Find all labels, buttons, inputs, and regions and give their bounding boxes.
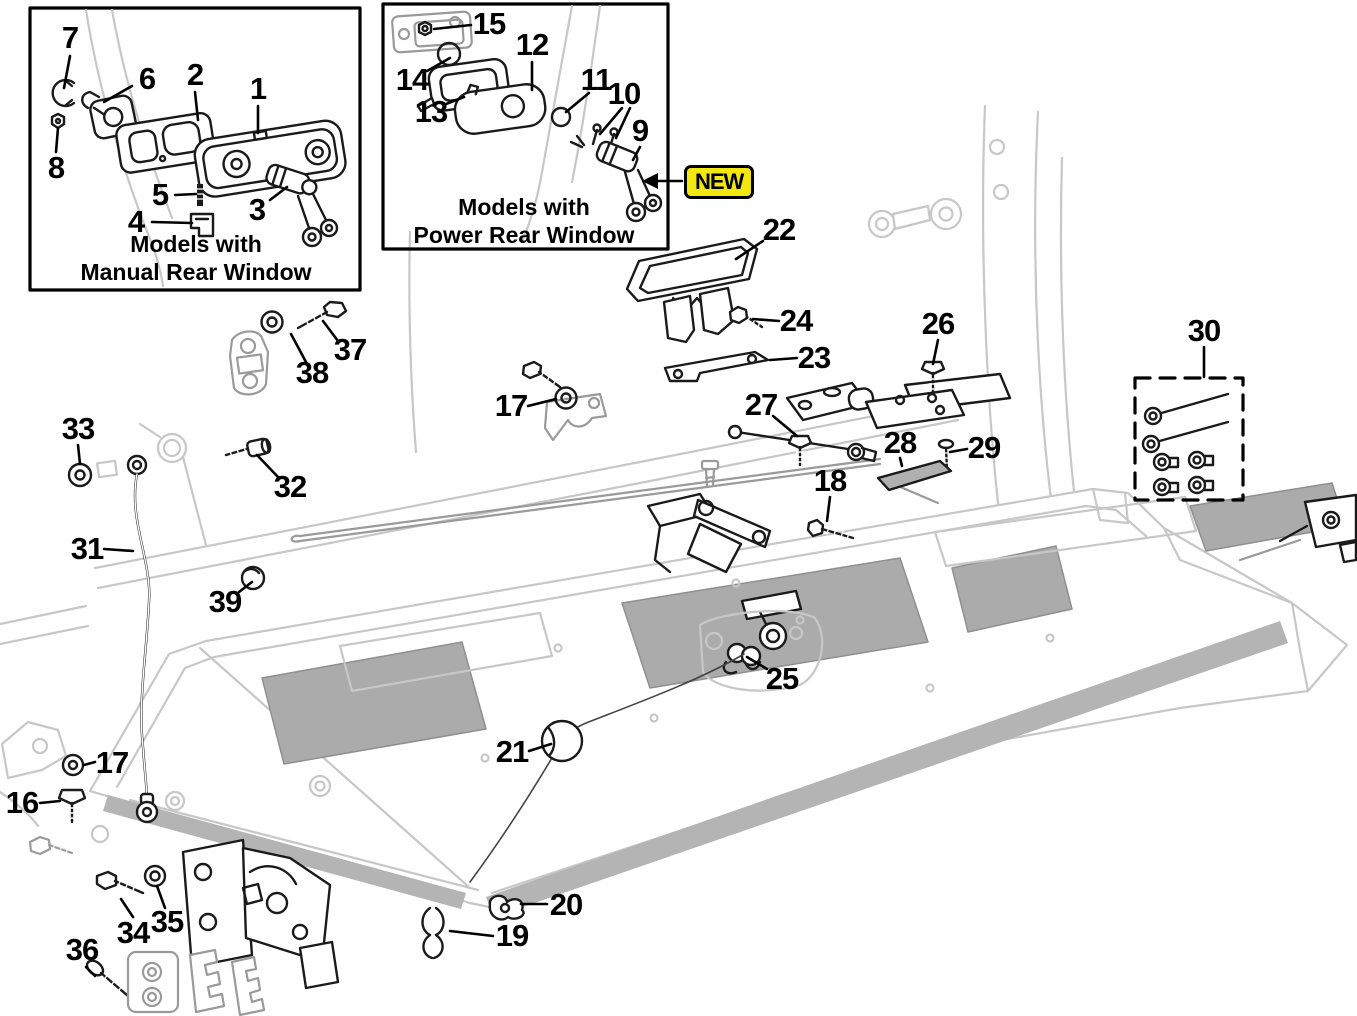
callout-26: 26 bbox=[921, 306, 955, 341]
pad-28 bbox=[876, 459, 953, 492]
right-edge-mechanism bbox=[1238, 493, 1357, 564]
washer-17-lower bbox=[61, 753, 85, 777]
nut-8 bbox=[50, 112, 66, 130]
switch-housing-12 bbox=[453, 83, 547, 135]
new-badge-arrow bbox=[642, 173, 684, 189]
callout-28: 28 bbox=[883, 425, 917, 460]
center-latch-plate bbox=[698, 610, 824, 692]
kit-bushings bbox=[1152, 450, 1215, 497]
inset-box-power bbox=[381, 2, 670, 251]
callout-17-lower: 17 bbox=[95, 745, 129, 780]
liftgate-latch-assembly bbox=[126, 838, 340, 1016]
callout-7: 7 bbox=[61, 20, 79, 55]
callout-39: 39 bbox=[208, 584, 242, 619]
callout-6: 6 bbox=[138, 61, 156, 96]
gray-bolt-lower-left bbox=[28, 835, 74, 856]
caption-line-1: Models with bbox=[130, 231, 262, 257]
callout-23: 23 bbox=[797, 340, 831, 375]
pin-5 bbox=[196, 184, 204, 206]
callout-5: 5 bbox=[151, 177, 169, 212]
callout-31: 31 bbox=[70, 531, 104, 566]
tailgate-panel bbox=[88, 482, 1349, 917]
bolt-24 bbox=[728, 305, 764, 329]
callout-24: 24 bbox=[779, 303, 813, 338]
handle-1 bbox=[193, 119, 347, 198]
small-gray-bolt bbox=[700, 459, 720, 488]
washer-33 bbox=[67, 462, 93, 488]
callout-25: 25 bbox=[765, 661, 799, 696]
callout-14: 14 bbox=[395, 62, 429, 97]
callout-30: 30 bbox=[1187, 313, 1221, 348]
bolt-37 bbox=[296, 300, 348, 330]
caption-power-rear-window: Models with Power Rear Window bbox=[414, 194, 635, 249]
bolt-17-upper bbox=[521, 360, 562, 389]
body-structure bbox=[0, 104, 1080, 828]
release-cable-and-grommet bbox=[469, 653, 745, 883]
new-badge: NEW bbox=[684, 165, 755, 199]
clip-4 bbox=[189, 212, 215, 238]
callout-27: 27 bbox=[744, 387, 778, 422]
stud-32 bbox=[224, 437, 272, 459]
callout-35: 35 bbox=[150, 904, 184, 939]
callout-12: 12 bbox=[515, 27, 549, 62]
washer-38 bbox=[260, 310, 284, 334]
callout-18: 18 bbox=[813, 463, 847, 498]
caption-manual-rear-window: Models with Manual Rear Window bbox=[80, 231, 311, 286]
callout-22: 22 bbox=[762, 212, 796, 247]
callout-8: 8 bbox=[47, 150, 65, 185]
callout-32: 32 bbox=[273, 469, 307, 504]
inset-box-manual bbox=[28, 6, 362, 292]
bolt-18 bbox=[806, 518, 855, 541]
callout-10: 10 bbox=[607, 76, 641, 111]
torsion-spring bbox=[138, 422, 208, 547]
bolt-16 bbox=[57, 788, 87, 824]
lock-cylinder-3 bbox=[265, 163, 339, 248]
caption-line-2: Power Rear Window bbox=[413, 221, 635, 248]
callout-3: 3 bbox=[248, 192, 266, 227]
callout-19: 19 bbox=[495, 918, 529, 953]
kit-box-30 bbox=[1133, 376, 1245, 502]
window-regulator-mechanism bbox=[646, 492, 772, 574]
caption-line-1: Models with bbox=[458, 194, 590, 220]
o-ring-11 bbox=[550, 106, 572, 128]
callout-34: 34 bbox=[116, 915, 150, 950]
bolt-27 bbox=[787, 434, 813, 467]
callout-13: 13 bbox=[414, 94, 448, 129]
callout-38: 38 bbox=[295, 355, 329, 390]
bolt-26 bbox=[920, 360, 946, 396]
callout-37: 37 bbox=[333, 332, 367, 367]
callout-11: 11 bbox=[580, 62, 613, 97]
bezel-2 bbox=[115, 112, 217, 174]
callout-4: 4 bbox=[127, 204, 145, 239]
handle-bracket-23 bbox=[663, 350, 770, 383]
callout-17-upper: 17 bbox=[494, 388, 528, 423]
bolt-34 bbox=[95, 870, 145, 895]
liftgate-hinges bbox=[785, 372, 1012, 430]
callout-9: 9 bbox=[631, 113, 649, 148]
e-clip-7 bbox=[51, 78, 76, 108]
callout-36: 36 bbox=[65, 932, 99, 967]
callout-16: 16 bbox=[5, 785, 39, 820]
striker-plate bbox=[228, 330, 270, 396]
callout-29: 29 bbox=[967, 430, 1001, 465]
plug-39 bbox=[240, 565, 266, 591]
mount-plate-15 bbox=[391, 10, 473, 54]
leader-lines bbox=[38, 23, 1206, 978]
callout-21: 21 bbox=[495, 734, 529, 769]
washer-35 bbox=[143, 864, 167, 888]
callout-2: 2 bbox=[186, 57, 204, 92]
striker-pin-and-washer bbox=[867, 197, 963, 239]
callout-1: 1 bbox=[249, 71, 267, 106]
callout-15: 15 bbox=[472, 6, 506, 41]
outside-handle-22 bbox=[625, 237, 759, 344]
window-crank-rod bbox=[290, 457, 882, 543]
ground-cable-31 bbox=[96, 454, 159, 824]
callout-20: 20 bbox=[549, 887, 583, 922]
caption-line-2: Manual Rear Window bbox=[80, 258, 312, 285]
callout-33: 33 bbox=[61, 411, 95, 446]
rod-clip-20 bbox=[488, 894, 525, 921]
spring-clip-19 bbox=[421, 906, 445, 960]
lock-cylinder-9 bbox=[569, 134, 663, 223]
